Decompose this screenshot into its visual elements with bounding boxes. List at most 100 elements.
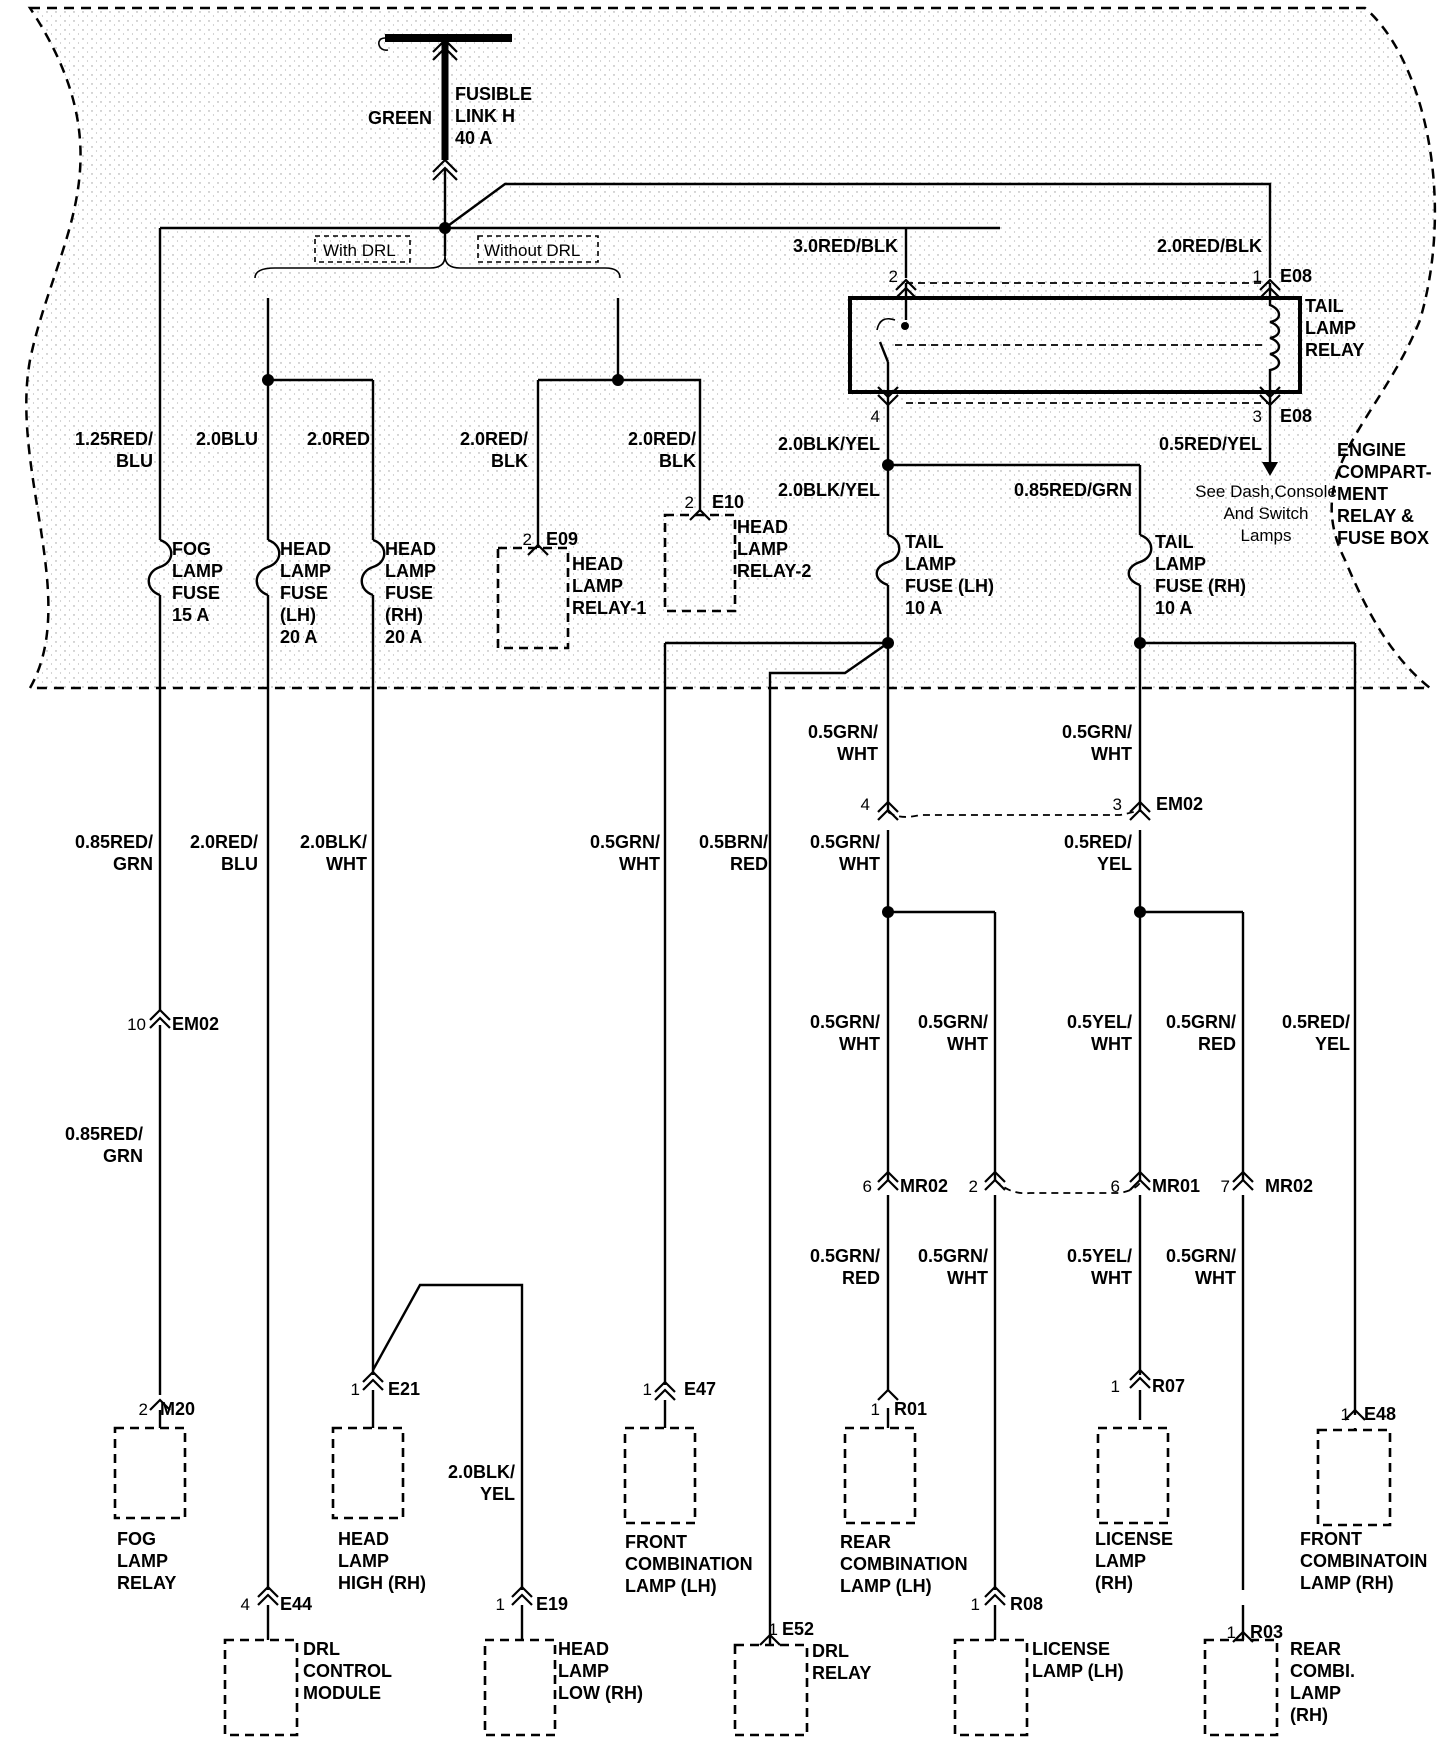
conn-e21-pin: 1	[351, 1380, 360, 1399]
conn-em02-a-pin: 4	[861, 795, 870, 814]
conn-e08-top-id: E08	[1280, 266, 1312, 286]
conn-e44-pin: 4	[241, 1595, 250, 1614]
wire-2-0red-blk-c: 2.0RED/BLK	[1157, 236, 1262, 256]
conn-e48-pin: 1	[1341, 1405, 1350, 1424]
engine-compartment-boundary	[25, 6, 1437, 690]
wire-0-85red-grn-b: 0.85RED/GRN	[65, 1124, 143, 1166]
wire-0-5grn-red-a: 0.5GRN/RED	[1166, 1012, 1236, 1054]
conn-mr02-c-id: MR02	[1265, 1176, 1313, 1196]
conn-e10-pin: 2	[685, 493, 694, 512]
tail-lamp-relay-box	[848, 296, 1302, 394]
conn-e47-id: E47	[684, 1379, 716, 1399]
conn-r08-pin: 1	[971, 1595, 980, 1614]
conn-e47-pin: 1	[643, 1380, 652, 1399]
conn-em02-b-pin: 3	[1113, 795, 1122, 814]
conn-mr02-a-pin: 6	[863, 1177, 872, 1196]
wire-0-5grn-wht-f: 0.5GRN/WHT	[918, 1012, 988, 1054]
conn-r03-pin: 1	[1227, 1623, 1236, 1642]
wire-0-5yel-wht-a: 0.5YEL/WHT	[1067, 1012, 1132, 1054]
wire-0-5brn-red: 0.5BRN/RED	[699, 832, 768, 874]
wire-1-25red-blu: 1.25RED/BLU	[75, 429, 153, 471]
wire-0-5grn-wht-a: 0.5GRN/WHT	[808, 722, 878, 764]
wires	[158, 34, 1357, 1645]
conn-r07-id: R07	[1152, 1376, 1185, 1396]
splice-nodes	[262, 222, 1146, 918]
wire-0-5yel-wht-b: 0.5YEL/WHT	[1067, 1246, 1132, 1288]
conn-r01-pin: 1	[871, 1400, 880, 1419]
conn-mr02-c-pin: 7	[1221, 1177, 1230, 1196]
wire-0-5red-yel-a: 0.5RED/YEL	[1064, 832, 1132, 874]
conn-mr01-pin: 6	[1111, 1177, 1120, 1196]
conn-e10-id: E10	[712, 492, 744, 512]
conn-mr02-a-id: MR02	[900, 1176, 948, 1196]
wire-2-0red-blk-b: 2.0RED/BLK	[628, 429, 696, 471]
conn-m20-id: M20	[160, 1399, 195, 1419]
wire-0-5grn-wht-e: 0.5GRN/WHT	[810, 1012, 880, 1054]
conn-em02-c-id: EM02	[172, 1014, 219, 1034]
wire-0-5grn-wht-c: 0.5GRN/WHT	[590, 832, 660, 874]
conn-r03-id: R03	[1250, 1622, 1283, 1642]
wire-0-5grn-wht-h: 0.5GRN/WHT	[1166, 1246, 1236, 1288]
conn-m20-pin: 2	[139, 1400, 148, 1419]
wire-2-0red-blu: 2.0RED/BLU	[190, 832, 258, 874]
with-drl-label: With DRL	[323, 241, 396, 260]
without-drl-label: Without DRL	[484, 241, 580, 260]
wire-0-5red-yel-b: 0.5RED/YEL	[1282, 1012, 1350, 1054]
wire-0-5grn-wht-d: 0.5GRN/WHT	[810, 832, 880, 874]
wire-0-85red-grn-top: 0.85RED/GRN	[1014, 480, 1132, 500]
wire-2-0red: 2.0RED	[307, 429, 370, 449]
conn-pin2-top-pin: 2	[889, 267, 898, 286]
supply-wire-color: GREEN	[368, 108, 432, 128]
conn-r01-id: R01	[894, 1399, 927, 1419]
conn-e52-pin: 1	[769, 1620, 778, 1639]
conn-em02-b-id: EM02	[1156, 794, 1203, 814]
conn-pin4-bottom-pin: 4	[871, 407, 880, 426]
conn-e52-id: E52	[782, 1619, 814, 1639]
fuse-symbols	[147, 533, 1153, 597]
conn-e08-bottom-id: E08	[1280, 406, 1312, 426]
wire-2-0red-blk-a: 2.0RED/BLK	[460, 429, 528, 471]
conn-e09-pin: 2	[523, 530, 532, 549]
wire-3-0red-blk: 3.0RED/BLK	[793, 236, 898, 256]
wire-0-5grn-wht-b: 0.5GRN/WHT	[1062, 722, 1132, 764]
wire-2-0blk-wht: 2.0BLK/WHT	[300, 832, 367, 874]
wire-0-85red-grn-a: 0.85RED/GRN	[75, 832, 153, 874]
wire-2-0blk-yel-b: 2.0BLK/YEL	[778, 480, 880, 500]
conn-r08-id: R08	[1010, 1594, 1043, 1614]
connector-chevrons	[149, 38, 1366, 1646]
conn-mr01-id: MR01	[1152, 1176, 1200, 1196]
wire-0-5grn-wht-g: 0.5GRN/WHT	[918, 1246, 988, 1288]
wire-0-5red-yel-top: 0.5RED/YEL	[1159, 434, 1262, 454]
conn-e19-id: E19	[536, 1594, 568, 1614]
wire-2-0blu: 2.0BLU	[196, 429, 258, 449]
conn-e48-id: E48	[1364, 1404, 1396, 1424]
component-boxes	[113, 235, 1392, 1737]
conn-e44-id: E44	[280, 1594, 312, 1614]
conn-e09-id: E09	[546, 529, 578, 549]
wire-2-0blk-yel-c: 2.0BLK/YEL	[448, 1462, 515, 1504]
conn-r07-pin: 1	[1111, 1377, 1120, 1396]
conn-e21-id: E21	[388, 1379, 420, 1399]
